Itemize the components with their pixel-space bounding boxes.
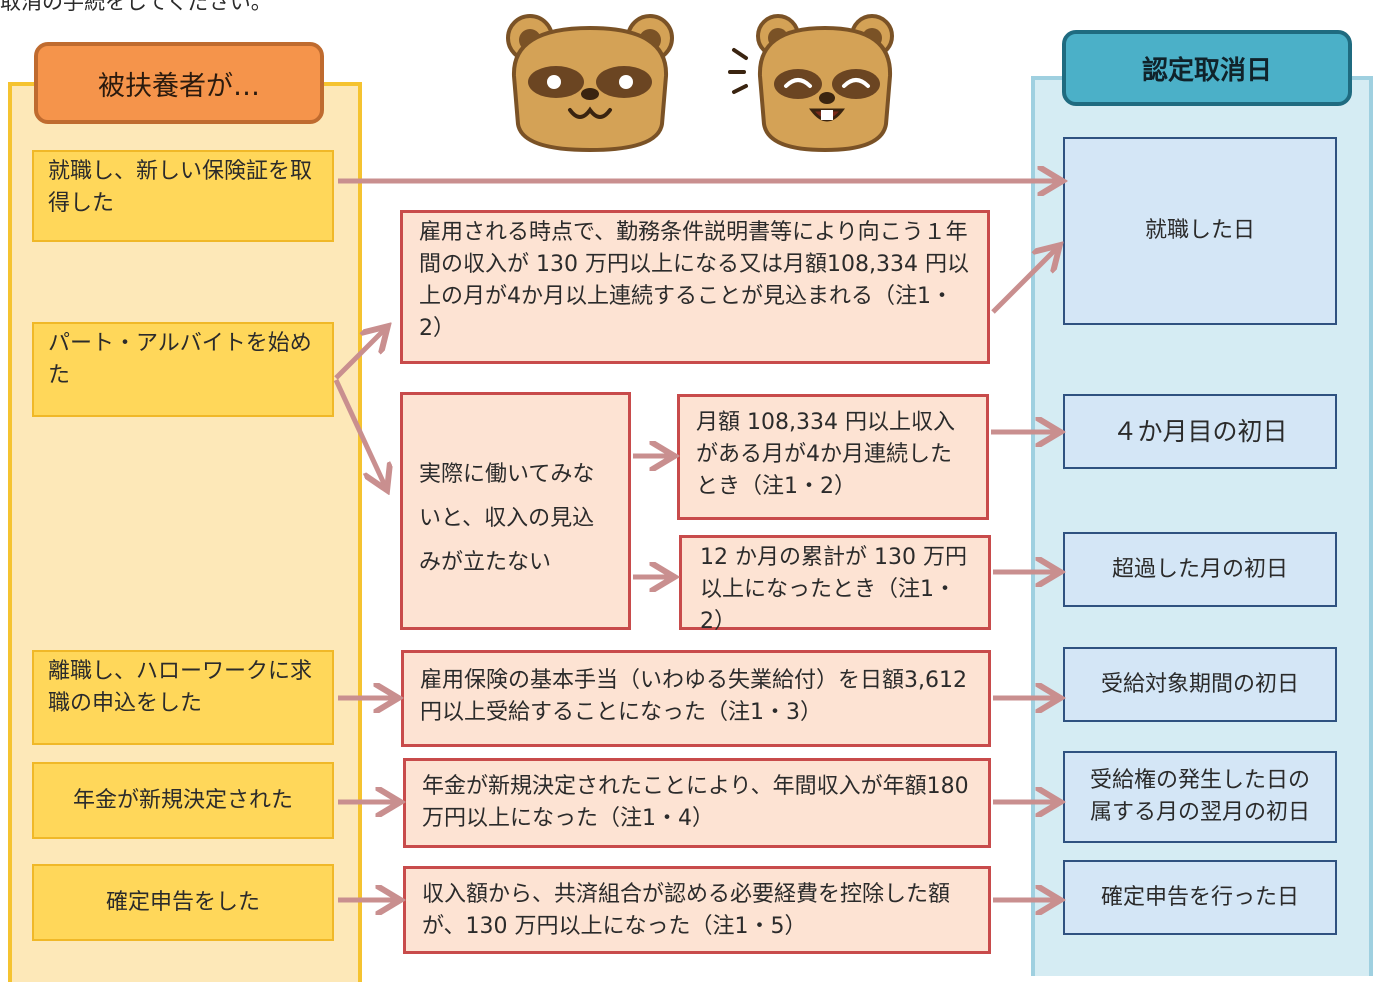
- left-item-pension: 年金が新規決定された: [32, 762, 334, 839]
- result-exceed-month: 超過した月の初日: [1063, 532, 1337, 607]
- left-item-part-time: パート・アルバイトを始めた: [32, 322, 334, 417]
- result-pension-month: 受給権の発生した日の属する月の翌月の初日: [1063, 751, 1337, 843]
- condition-pension-income: 年金が新規決定されたことにより、年間収入が年額180 万円以上になった（注1・4…: [403, 758, 991, 848]
- condition-net-income: 収入額から、共済組合が認める必要経費を控除した額が、130 万円以上になった（注…: [403, 866, 991, 954]
- result-tax-day: 確定申告を行った日: [1063, 860, 1337, 935]
- condition-unemployment: 雇用保険の基本手当（いわゆる失業給付）を日額3,612 円以上受給することになっ…: [401, 650, 991, 747]
- condition-annual-over: 12 か月の累計が 130 万円以上になったとき（注1・2）: [679, 535, 991, 634]
- condition-unknown-income: 実際に働いてみないと、収入の見込みが立たない: [400, 392, 631, 630]
- arrow-expected-to-employment-day: [991, 247, 1058, 314]
- raccoon-dog-mascot-icon: [506, 14, 674, 153]
- right-header: 認定取消日: [1062, 30, 1352, 106]
- condition-monthly-over: 月額 108,334 円以上収入がある月が4か月連続したとき（注1・2）: [677, 394, 989, 520]
- arrow-part-time-to-unknown: [333, 378, 386, 488]
- result-benefit-period: 受給対象期間の初日: [1063, 647, 1337, 722]
- left-item-job-seeking: 離職し、ハローワークに求職の申込をした: [32, 650, 334, 745]
- result-fourth-month: ４か月目の初日: [1063, 394, 1337, 469]
- result-employment-day: 就職した日: [1063, 137, 1337, 325]
- smiling-raccoon-dog-mascot-icon: [728, 14, 894, 153]
- arrow-part-time-to-expected: [334, 328, 386, 380]
- left-header: 被扶養者が…: [34, 42, 324, 124]
- left-item-tax-return: 確定申告をした: [32, 864, 334, 941]
- intro-text: 取消の手続をしてください。: [0, 0, 272, 14]
- condition-expected-income: 雇用される時点で、勤務条件説明書等により向こう１年間の収入が 130 万円以上に…: [400, 210, 990, 364]
- left-item-employment: 就職し、新しい保険証を取得した: [32, 150, 334, 242]
